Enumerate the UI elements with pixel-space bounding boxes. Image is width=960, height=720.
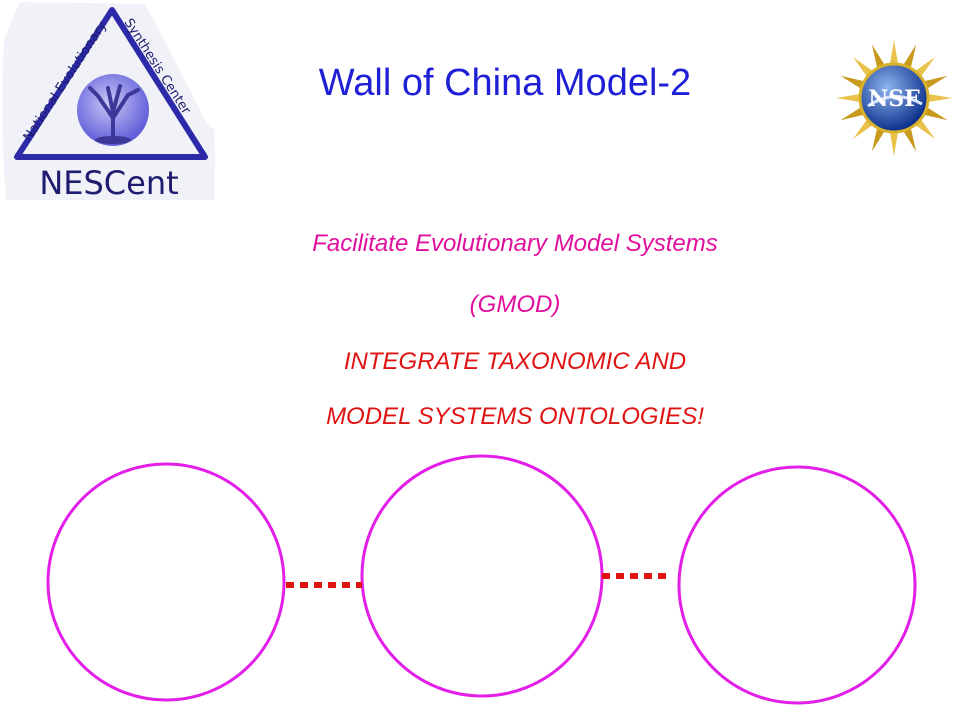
subtitle-line-2: (GMOD) (469, 291, 561, 318)
emphasis-line-1: INTEGRATE TAXONOMIC AND (343, 348, 687, 375)
nescent-logo: National Evolutionary Synthesis Center N… (2, 2, 216, 202)
nsf-ray (889, 40, 899, 69)
slide-title: Wall of China Model-2 (318, 62, 692, 104)
model-circle-1 (46, 462, 286, 702)
model-circle-3 (677, 465, 917, 705)
tree-globe-icon (77, 74, 149, 146)
nsf-logo: NSF (836, 40, 952, 156)
nsf-ray (836, 93, 865, 103)
nsf-letters: NSF (868, 86, 920, 112)
nescent-name: NESCent (39, 164, 178, 202)
emphasis-line-2: MODEL SYSTEMS ONTOLOGIES! (326, 403, 704, 430)
nsf-ray (889, 127, 899, 156)
subtitle-line-1: Facilitate Evolutionary Model Systems (312, 230, 718, 257)
model-diagram (46, 454, 917, 705)
nsf-ray (923, 93, 952, 103)
model-circle-2 (360, 454, 604, 698)
